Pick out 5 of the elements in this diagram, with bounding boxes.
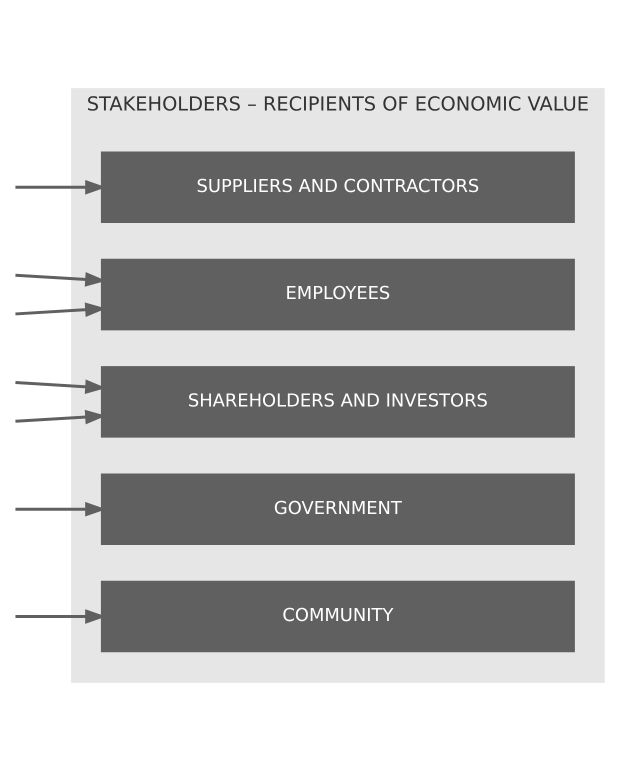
node-box: EMPLOYEES [100, 258, 575, 330]
node-box: SHAREHOLDERS AND INVESTORS [100, 366, 575, 438]
node-box: GOVERNMENT [100, 473, 575, 545]
node-box: SUPPLIERS AND CONTRACTORS [100, 152, 575, 224]
node-box: COMMUNITY [100, 580, 575, 652]
